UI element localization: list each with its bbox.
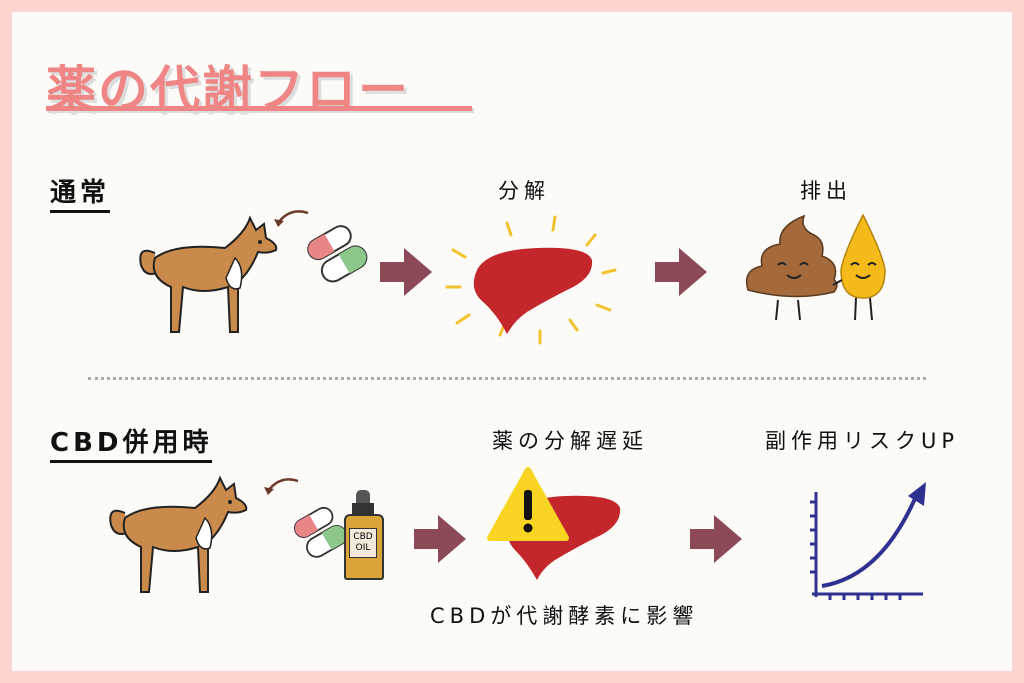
poop-and-urine-icon xyxy=(745,213,886,321)
section-divider xyxy=(88,377,926,380)
infographic-panel xyxy=(12,12,1012,671)
page-title: 薬の代謝フロー xyxy=(46,61,410,119)
step-label-risk-up: 副作用リスクUP xyxy=(765,429,960,453)
step-label-breakdown: 分解 xyxy=(498,179,550,203)
cbd-oil-bottle-icon: CBD OIL xyxy=(344,490,384,580)
liver-glowing-icon xyxy=(445,215,617,345)
section-heading-cbd: CBD併用時 xyxy=(50,422,213,463)
capsules-icon xyxy=(307,225,368,283)
flow-arrow-icon xyxy=(655,248,707,296)
step-caption-enzyme: CBDが代謝酵素に影響 xyxy=(430,604,699,628)
shiba-dog-icon xyxy=(139,215,278,333)
liver-warning-icon xyxy=(487,467,621,580)
rising-chart-icon xyxy=(810,482,926,600)
step-label-delay: 薬の分解遅延 xyxy=(492,429,648,453)
step-label-excretion: 排出 xyxy=(800,179,852,203)
title-underline xyxy=(46,106,472,111)
flow-arrow-icon xyxy=(380,248,432,296)
shiba-dog-icon xyxy=(109,475,248,593)
eat-arrow-icon xyxy=(264,478,299,495)
bottle-label: CBD OIL xyxy=(349,528,377,558)
flow-arrow-icon xyxy=(414,515,466,563)
section-heading-normal: 通常 xyxy=(50,172,111,213)
eat-arrow-icon xyxy=(274,210,309,227)
capsules-icon xyxy=(293,506,348,558)
flow-arrow-icon xyxy=(690,515,742,563)
